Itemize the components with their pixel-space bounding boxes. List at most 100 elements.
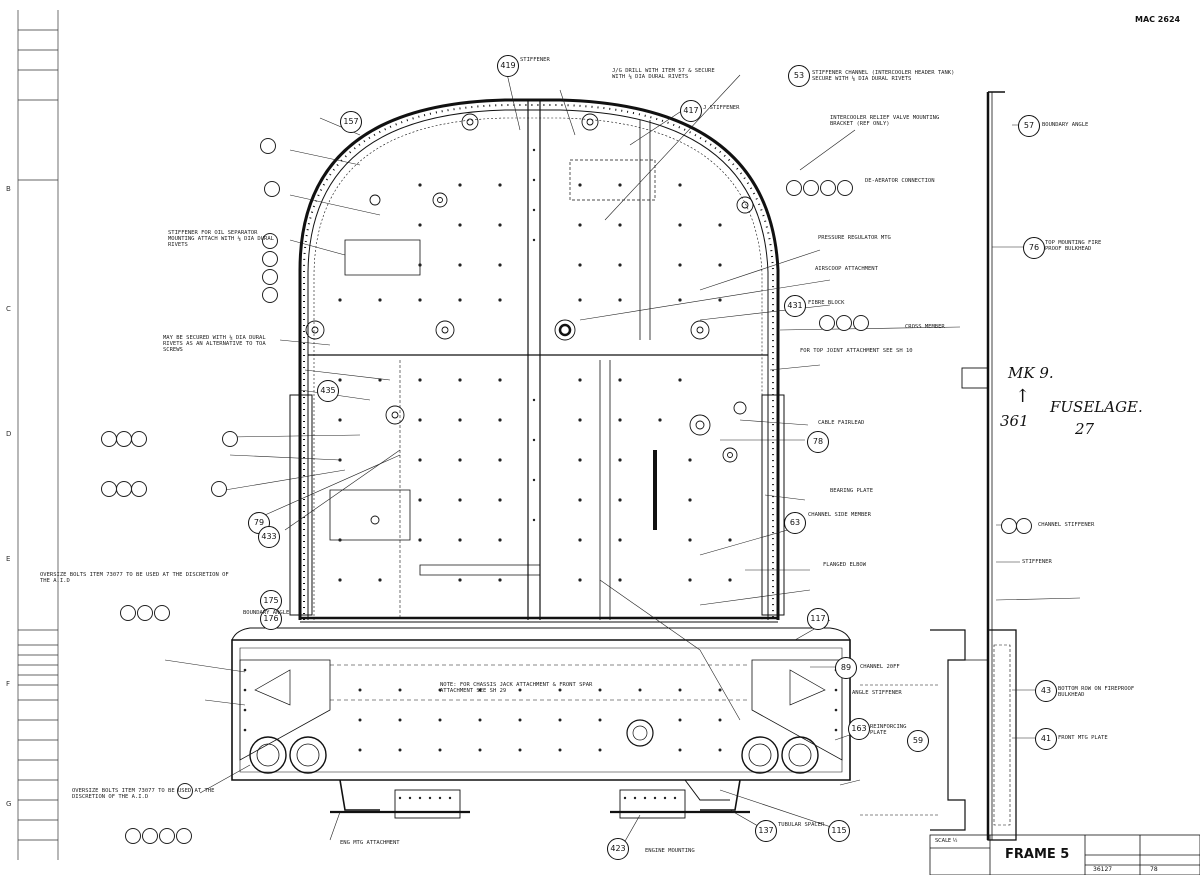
callout-115: 115 [828, 820, 850, 842]
callout-53: 53 [788, 65, 810, 87]
callout-78: 78 [807, 431, 829, 453]
callout-431: 431 [784, 295, 806, 317]
note-engine-mounting: ENGINE MOUNTING [645, 848, 695, 854]
rivet-field [338, 148, 732, 582]
callout-41: 41 [1035, 728, 1057, 750]
callout-175: 175 [260, 590, 282, 612]
zone-letter-f: F [6, 680, 11, 688]
note-tubular-spacer: TUBULAR SPACER [778, 822, 825, 828]
part-tag [211, 481, 227, 497]
note-de-aerator: DE-AERATOR CONNECTION [865, 178, 935, 184]
note-chassis-jack: NOTE: FOR CHASSIS JACK ATTACHMENT & FRON… [440, 682, 593, 694]
callout-89: 89 [835, 657, 857, 679]
part-tag [131, 481, 147, 497]
frame-title: FRAME 5 [1005, 847, 1070, 862]
issue-number: 78 [1150, 866, 1158, 873]
part-tag [142, 828, 158, 844]
side-elevation [860, 91, 1017, 841]
callout-57: 57 [1018, 115, 1040, 137]
part-tag [176, 828, 192, 844]
part-tag [803, 180, 819, 196]
zone-letter-d: D [6, 430, 12, 438]
part-tag [125, 828, 141, 844]
callout-435: 435 [317, 380, 339, 402]
zone-letter-g: G [6, 800, 12, 808]
part-tag [820, 180, 836, 196]
callout-137: 137 [755, 820, 777, 842]
part-tag [837, 180, 853, 196]
note-front-mtg-plate: FRONT MTG PLATE [1058, 735, 1108, 741]
zone-letter-e: E [6, 555, 11, 563]
part-tag [101, 431, 117, 447]
handwritten-sheet-number: 27 [1075, 420, 1095, 438]
handwritten-word: FUSELAGE. [1050, 398, 1143, 416]
part-tag [836, 315, 852, 331]
note-angle-stiffener: ANGLE STIFFENER [852, 690, 902, 696]
note-flanged-elbow: FLANGED ELBOW [823, 562, 867, 568]
handwritten-mark: MK 9. [1008, 364, 1054, 382]
note-fibre-block: FIBRE BLOCK [808, 300, 845, 306]
part-tag [116, 481, 132, 497]
note-boundary-angle-left: BOUNDARY ANGLE [243, 610, 290, 616]
note-oversize-bolts-bottom: OVERSIZE BOLTS ITEM 73077 TO BE USED AT … [72, 788, 215, 800]
leader-lines [164, 64, 1081, 851]
note-pressure-regulator: PRESSURE REGULATOR MTG [818, 235, 891, 241]
callout-76: 76 [1023, 237, 1045, 259]
lower-cross-member [231, 627, 851, 819]
note-relief-valve: INTERCOOLER RELIEF VALVE MOUNTING BRACKE… [830, 115, 940, 127]
sheet-reference: MAC 2624 [1135, 15, 1181, 24]
note-stiffener-right: STIFFENER [1022, 559, 1052, 565]
callout-59: 59 [907, 730, 929, 752]
callout-176: 176 [260, 608, 282, 630]
part-tag [262, 233, 278, 249]
note-bottom-row: BOTTOM ROW ON FIREPROOF BULKHEAD [1058, 686, 1135, 698]
part-tag [131, 431, 147, 447]
part-tag [101, 481, 117, 497]
part-tag [1001, 518, 1017, 534]
part-tag [819, 315, 835, 331]
note-top-mounting: TOP MOUNTING FIRE PROOF BULKHEAD [1045, 240, 1102, 252]
revision-strip [17, 10, 59, 860]
note-oil-separator: STIFFENER FOR OIL SEPARATOR MOUNTING ATT… [168, 230, 274, 248]
zone-letter-b: B [6, 185, 11, 193]
fastener-holes [305, 113, 754, 525]
part-tag [120, 605, 136, 621]
callout-43: 43 [1035, 680, 1057, 702]
callout-417: 417 [680, 100, 702, 122]
note-cross-member: CROSS MEMBER [905, 324, 945, 330]
note-bearing-plate: BEARING PLATE [830, 488, 874, 494]
note-j-stiffener: J STIFFENER [703, 105, 740, 111]
part-tag [116, 431, 132, 447]
callout-157: 157 [340, 111, 362, 133]
part-tag [137, 605, 153, 621]
note-eng-mtg-attachment: ENG MTG ATTACHMENT [340, 840, 400, 846]
part-tag [1016, 518, 1032, 534]
part-tag [177, 783, 193, 799]
handwritten-arrow: ↑ [1015, 386, 1031, 407]
callout-423: 423 [607, 838, 629, 860]
part-tag [853, 315, 869, 331]
note-dural-alternative: MAY BE SECURED WITH ⅛ DIA DURAL RIVETS A… [163, 335, 266, 353]
part-tag [154, 605, 170, 621]
callout-63: 63 [784, 512, 806, 534]
part-tag [159, 828, 175, 844]
handwritten-number: 361 [1000, 412, 1029, 430]
note-channel-20ff: CHANNEL 20FF [860, 664, 900, 670]
note-reinforcing-plate: REINFORCING PLATE [870, 724, 907, 736]
note-oversize-bolts-top: OVERSIZE BOLTS ITEM 73077 TO BE USED AT … [40, 572, 229, 584]
part-tag [262, 251, 278, 267]
note-boundary-angle-top: BOUNDARY ANGLE [1042, 122, 1089, 128]
part-tag [260, 138, 276, 154]
callout-117: 117 [807, 608, 829, 630]
title-block-lines [929, 834, 1200, 875]
cross-member-rivets [243, 668, 838, 800]
part-tag [264, 181, 280, 197]
frame-outline [289, 98, 785, 623]
note-jig-drill: J/G DRILL WITH ITEM 57 & SECURE WITH ⅛ D… [612, 68, 715, 80]
note-top-joint: FOR TOP JOINT ATTACHMENT SEE SH 10 [800, 348, 913, 354]
note-stiffener-channel: STIFFENER CHANNEL (INTERCOOLER HEADER TA… [812, 70, 955, 82]
note-airscoop: AIRSCOOP ATTACHMENT [815, 266, 878, 272]
note-channel-stiffener: CHANNEL STIFFENER [1038, 522, 1095, 528]
